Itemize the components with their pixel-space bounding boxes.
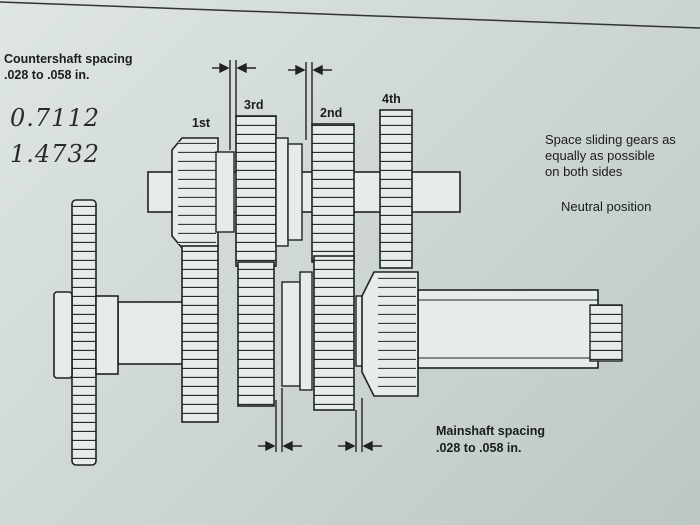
mainshaft-gear-1st bbox=[181, 245, 219, 423]
mainshaft-right bbox=[417, 289, 599, 369]
mainshaft-left bbox=[117, 301, 189, 365]
mainshaft-gear-2nd bbox=[313, 255, 355, 411]
drive-sprocket bbox=[71, 199, 97, 466]
mainshaft-gear-3rd bbox=[237, 261, 275, 407]
mainshaft-spacing-arrows bbox=[258, 388, 382, 452]
countershaft-gear-2nd bbox=[311, 123, 355, 263]
countershaft-gear-3rd bbox=[235, 115, 277, 267]
sliding-note-line1: Space sliding gears as bbox=[545, 132, 676, 147]
gear-label-1st: 1st bbox=[192, 116, 211, 130]
mainshaft-spline bbox=[589, 304, 623, 362]
gear-label-3rd: 3rd bbox=[244, 98, 264, 112]
mainshaft-spacing-range: .028 to .058 in. bbox=[436, 441, 522, 455]
mainshaft-spacing-title: Mainshaft spacing bbox=[436, 424, 546, 438]
handwritten-note-1: 0.7112 bbox=[10, 104, 100, 132]
sliding-note-line2: equally as possible bbox=[545, 148, 655, 163]
countershaft-gear-4th bbox=[379, 109, 413, 269]
countershaft-spacing-range: .028 to .058 in. bbox=[4, 68, 90, 82]
sliding-note-line3: on both sides bbox=[545, 164, 623, 179]
sprocket-nut bbox=[53, 291, 73, 379]
gear-label-2nd: 2nd bbox=[320, 106, 343, 120]
countershaft-spacing-arrows bbox=[212, 60, 332, 150]
countershaft-spacing-title: Countershaft spacing bbox=[4, 52, 133, 66]
neutral-position-label: Neutral position bbox=[561, 199, 652, 214]
page-edge bbox=[0, 1, 700, 29]
gear-label-4th: 4th bbox=[382, 92, 401, 106]
handwritten-note-2: 1.4732 bbox=[10, 140, 100, 168]
